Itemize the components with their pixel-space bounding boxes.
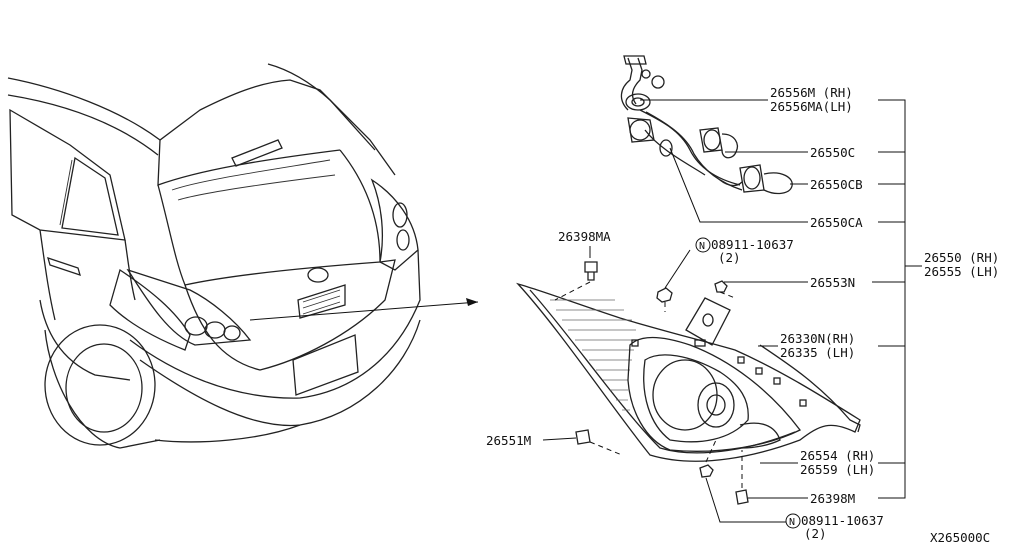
label-bulb-c: 26550C	[810, 145, 855, 160]
label-lens-lh: 26335 (LH)	[780, 345, 855, 360]
label-assy-lh: 26555 (LH)	[924, 264, 999, 279]
label-housing-rh: 26554 (RH)	[800, 448, 875, 463]
tail-lamp-assembly-illustration	[516, 282, 861, 462]
lens-hatching	[550, 299, 636, 411]
n-symbol-bottom-letter: N	[789, 517, 795, 528]
leader-lines	[542, 99, 922, 523]
n-symbol-bottom	[785, 513, 801, 529]
label-bulb-ca: 26550CA	[810, 215, 863, 230]
label-nut-bottom-qty: (2)	[804, 526, 827, 541]
label-housing-lh: 26559 (LH)	[800, 462, 875, 477]
label-clip-m: 26398M	[810, 491, 855, 506]
part-labels: 26556M (RH) 26556MA(LH) 26550C 26550CB 2…	[486, 85, 999, 545]
diagram-code: X265000C	[930, 530, 990, 545]
label-nut-top-qty: (2)	[718, 250, 741, 265]
label-part-553n: 26553N	[810, 275, 855, 290]
socket-harness-illustration	[620, 55, 793, 195]
label-nut-top: 08911-10637	[711, 237, 794, 252]
n-symbol-top-letter: N	[699, 241, 705, 252]
label-socket-lh: 26556MA(LH)	[770, 99, 853, 114]
label-bulb-cb: 26550CB	[810, 177, 863, 192]
label-lens-rh: 26330N(RH)	[780, 331, 855, 346]
label-clip-ma: 26398MA	[558, 229, 611, 244]
n-symbol-top	[695, 237, 711, 253]
car-rear-illustration	[7, 63, 479, 449]
label-assy-rh: 26550 (RH)	[924, 250, 999, 265]
label-nut-bottom: 08911-10637	[801, 513, 884, 528]
label-socket-rh: 26556M (RH)	[770, 85, 853, 100]
fasteners-illustration	[554, 261, 749, 505]
label-grommet: 26551M	[486, 433, 531, 448]
